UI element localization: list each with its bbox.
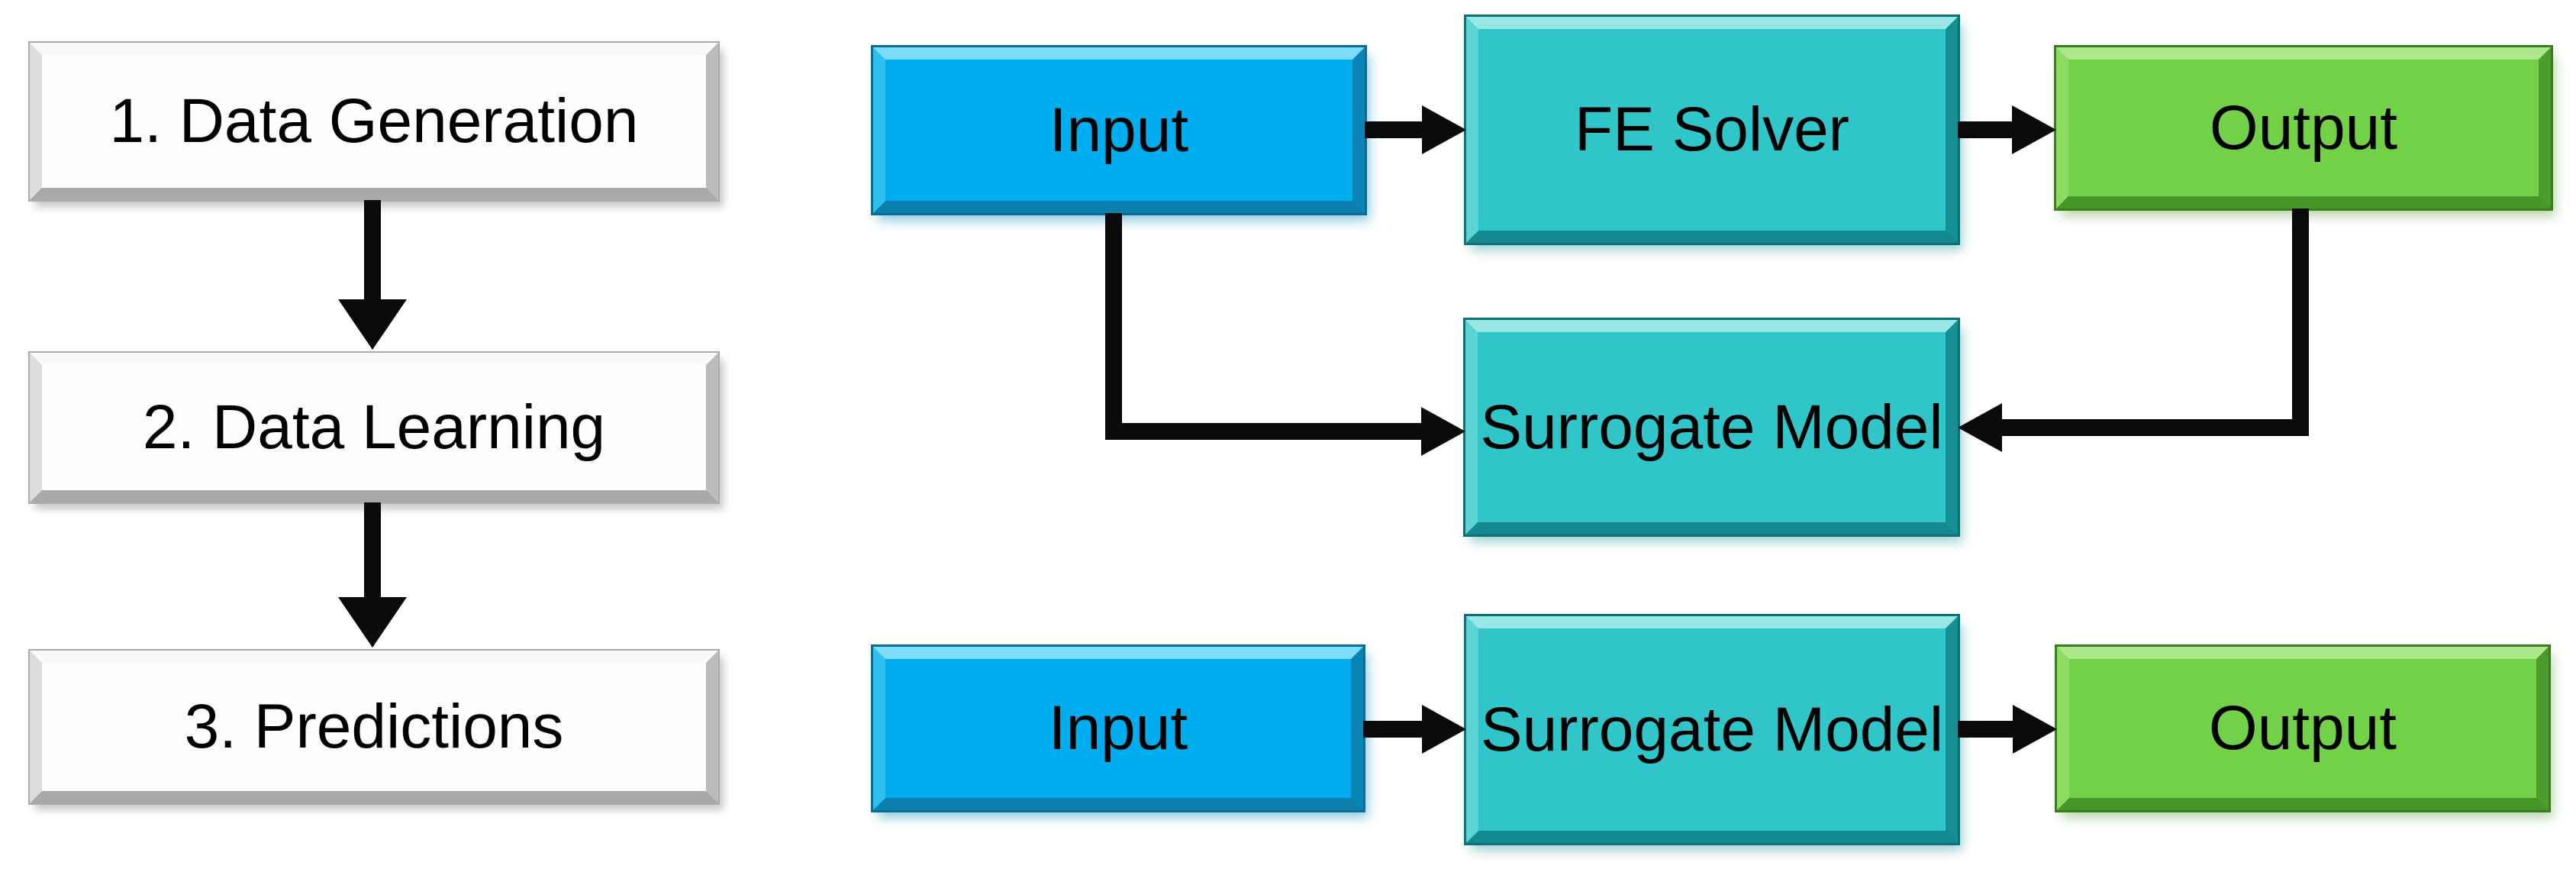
- node-label: Surrogate Model: [1480, 694, 1944, 764]
- arrow-shaft: [1958, 721, 2013, 738]
- arrow-head-down-icon: [338, 299, 407, 350]
- flow-node-input-bottom: Input: [873, 647, 1363, 810]
- arrow-head-right-icon: [1422, 105, 1466, 154]
- step-box-predictions: 3. Predictions: [30, 651, 718, 803]
- arrow-shaft-horizontal: [2002, 419, 2309, 436]
- step-label: 3. Predictions: [184, 692, 564, 761]
- step-box-data-generation: 1. Data Generation: [30, 43, 718, 200]
- arrow-shaft: [364, 200, 381, 299]
- step-label: 1. Data Generation: [109, 86, 639, 156]
- arrow-head-right-icon: [2012, 105, 2056, 154]
- node-label: Input: [1049, 95, 1189, 165]
- arrow-shaft-horizontal: [1105, 423, 1421, 440]
- flow-node-input-top: Input: [873, 47, 1365, 213]
- arrow-shaft-vertical: [1105, 213, 1122, 440]
- arrow-head-down-icon: [338, 597, 407, 648]
- flow-node-output-top: Output: [2056, 47, 2551, 208]
- arrow-shaft-vertical: [2292, 208, 2309, 436]
- arrow-shaft: [1365, 121, 1424, 138]
- arrow-shaft: [1363, 721, 1422, 738]
- arrow-head-right-icon: [2013, 705, 2057, 754]
- flow-node-surrogate-model-bottom: Surrogate Model: [1466, 616, 1958, 843]
- node-label: Output: [2209, 92, 2398, 163]
- flow-node-fe-solver: FE Solver: [1466, 17, 1958, 243]
- arrow-head-right-icon: [1422, 705, 1466, 754]
- node-label: FE Solver: [1575, 95, 1849, 164]
- node-label: Surrogate Model: [1480, 392, 1943, 462]
- node-label: Input: [1048, 693, 1188, 763]
- arrow-head-right-icon: [1421, 407, 1465, 456]
- arrow-head-left-icon: [1958, 403, 2002, 452]
- flow-node-surrogate-model-mid: Surrogate Model: [1465, 320, 1958, 535]
- node-label: Output: [2208, 693, 2397, 763]
- arrow-shaft: [364, 502, 381, 597]
- arrow-shaft: [1958, 121, 2014, 138]
- step-label: 2. Data Learning: [142, 392, 606, 462]
- step-box-data-learning: 2. Data Learning: [30, 353, 718, 502]
- flow-node-output-bottom: Output: [2057, 647, 2549, 810]
